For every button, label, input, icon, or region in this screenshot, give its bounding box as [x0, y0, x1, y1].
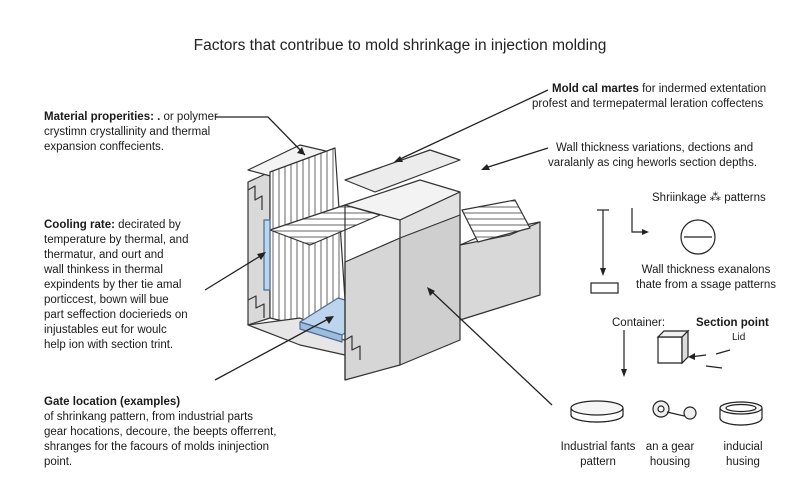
mold-cal-line2: profest and termepatermal leration coffe… — [532, 98, 764, 110]
right-ribs — [461, 199, 531, 243]
blue-channel — [263, 219, 271, 291]
section-point-label: Section point — [696, 317, 769, 329]
arrow-material — [215, 116, 306, 156]
part-label: an a gear housing — [630, 440, 710, 470]
part-label-line: housing — [649, 456, 691, 468]
gate-line: gear hocations, decoure, the beepts offe… — [44, 426, 277, 438]
shrinkage-pattern-icons — [590, 208, 716, 294]
mold-cal-heading: Mold cal martes — [552, 83, 639, 95]
arrow-cooling — [204, 254, 263, 291]
cooling-heading-rest: decirated by — [114, 219, 181, 231]
cooling-line: temperature by thermal, and — [44, 234, 189, 246]
bent-arrow — [631, 208, 645, 233]
wall-variations-line: Wall thickness variations, dections and — [556, 142, 754, 154]
part-label: Industrial fants pattern — [548, 440, 648, 470]
diagram-title: Factors that contribue to mold shrinkage… — [193, 37, 607, 54]
wall-variations-line2: varalanly as cing heworls section depths… — [548, 157, 758, 169]
section-point-sub: Lid — [732, 332, 746, 343]
material-properties-text: Material properities: . or polymer cryst… — [44, 110, 218, 155]
container-label: Container: — [612, 317, 666, 329]
arrow-industrial — [429, 289, 553, 406]
container-cube-front — [657, 336, 683, 364]
arrow-wall-variations — [484, 147, 549, 169]
shrinkage-patterns-label: Shriinkage ⁂ patterns — [652, 192, 766, 204]
gate-line: shranges for the facours of molds ininje… — [44, 441, 270, 453]
wall-expansion-line: thate from a ssage patterns — [636, 279, 776, 291]
cooling-rate-text: Cooling rate: decirated by temperature b… — [44, 218, 188, 353]
material-heading: Material properities: . — [44, 111, 161, 123]
wall-expansion-text: Wall thickness exanalons thate from a ss… — [622, 263, 790, 293]
part-label-line: pattern — [580, 456, 616, 468]
wall-variations-text: Wall thickness variations, dections and — [556, 141, 753, 156]
cooling-line: injustables eut for woulc — [44, 324, 167, 336]
cooling-line: wall thinkess in thermal — [44, 264, 163, 276]
material-line: expansion conffecients. — [44, 141, 164, 153]
mold-center-front — [344, 237, 401, 381]
pointer-arrows — [204, 89, 553, 406]
mold-block-illustration — [247, 144, 541, 381]
small-block — [590, 282, 619, 294]
parts-icons — [570, 400, 763, 426]
container-icons — [621, 329, 731, 377]
material-line: crystimn crystallinity and thermal — [44, 126, 211, 138]
shrinkage-circle — [680, 219, 716, 255]
cooling-line: porticcest, bown will bue — [44, 294, 169, 306]
arrow-gate — [214, 317, 331, 381]
part-label-line: an a gear — [645, 441, 695, 453]
cooling-heading: Cooling rate: — [44, 219, 115, 231]
part-label-line: inducial — [723, 441, 763, 453]
part-label-line: husing — [726, 456, 760, 468]
cooling-line: expindents by ther tie amal — [44, 279, 182, 291]
gate-location-text: Gate location (examples) of shrinkang pa… — [44, 395, 277, 470]
part-label: inducial husing — [705, 440, 781, 470]
cooling-line: thermatur, and ourt and — [44, 249, 164, 261]
gate-line: of shrinkang pattern, from industrial pa… — [44, 411, 254, 423]
mold-cal-text: Mold cal martes for indermed extentation — [552, 82, 766, 97]
wall-expansion-line: Wall thickness exanalons — [641, 264, 771, 276]
material-heading-rest: or polymer — [160, 111, 218, 123]
gate-line: point. — [44, 456, 73, 468]
mold-cal-heading-rest: for indermed extentation — [638, 83, 767, 95]
part-label-line: Industrial fants — [560, 441, 636, 453]
cooling-line: help ion with section trint. — [44, 339, 174, 351]
arrow-mold-cal — [397, 89, 549, 161]
cooling-line: part seffection docierieds on — [44, 309, 188, 321]
gate-heading: Gate location (examples) — [44, 396, 181, 408]
